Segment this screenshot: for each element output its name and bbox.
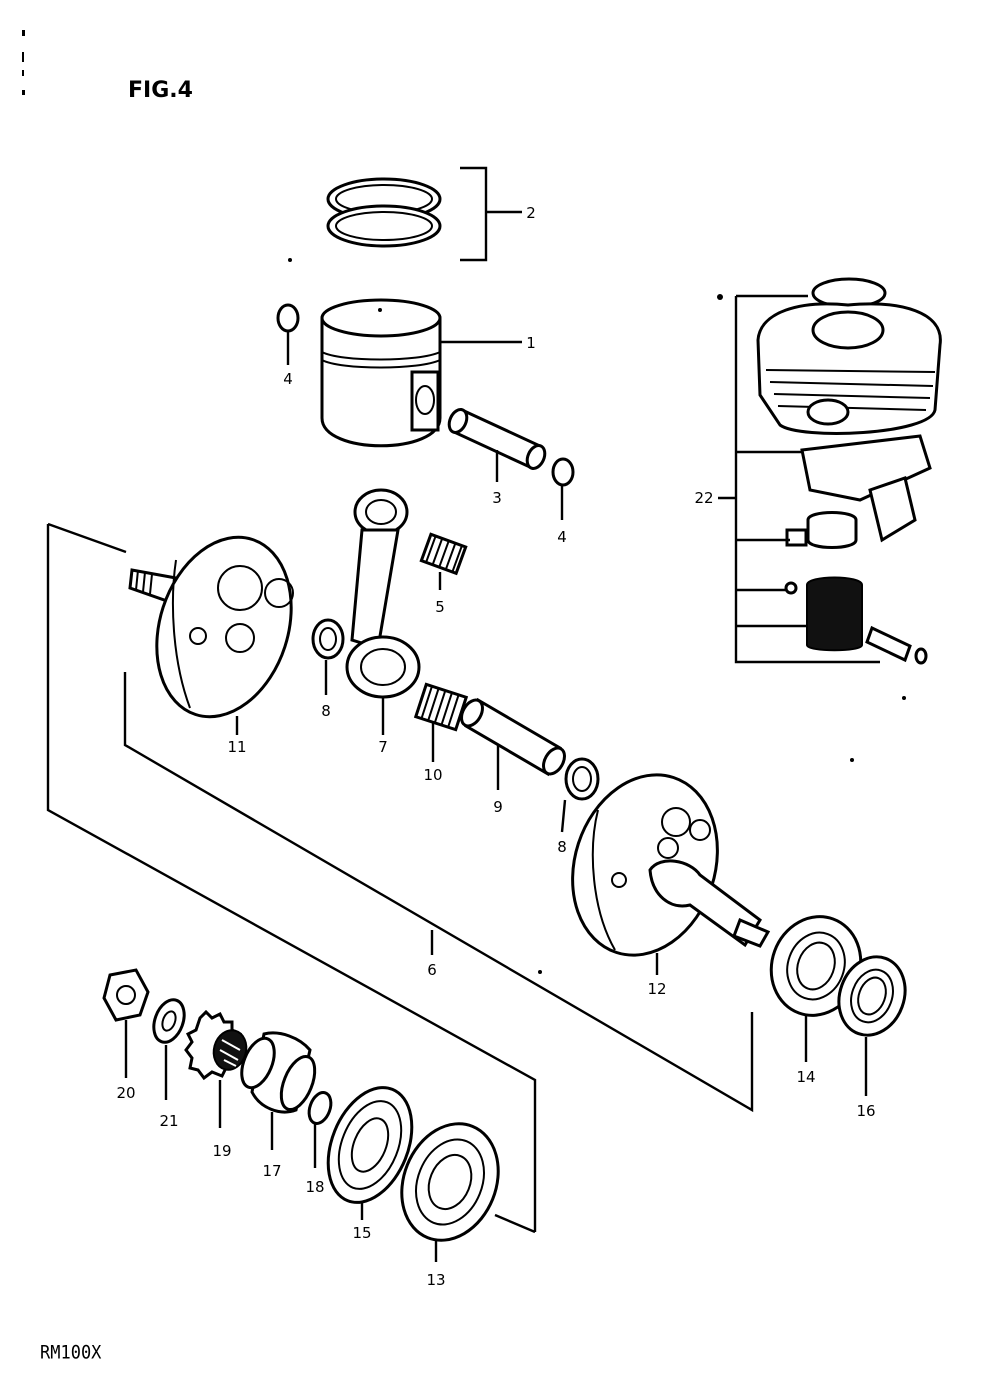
leader-2 <box>460 166 522 262</box>
scan-specks <box>22 30 906 974</box>
callout-16: 16 <box>856 1102 875 1120</box>
callout-1: 1 <box>526 334 536 352</box>
primary-drive-gear <box>184 1009 248 1081</box>
piston-rings <box>326 177 442 248</box>
callout-2: 2 <box>526 204 536 222</box>
crank-bearing-right <box>769 915 863 1017</box>
spacer <box>240 1031 317 1114</box>
circlip-left <box>276 303 300 333</box>
oil-seal-right <box>837 955 907 1037</box>
callout-6: 6 <box>427 961 437 979</box>
thrust-washer-right <box>564 757 600 801</box>
model-code: RM100X <box>40 1342 102 1364</box>
callout-8a: 8 <box>321 702 331 720</box>
callout-3: 3 <box>492 489 502 507</box>
callout-4a: 4 <box>283 370 293 388</box>
callout-11: 11 <box>227 738 246 756</box>
cylinder-kit <box>756 277 942 665</box>
leader-6-inner-bracket <box>123 672 754 1113</box>
callout-21: 21 <box>159 1112 178 1130</box>
callout-9: 9 <box>493 798 503 816</box>
callout-15: 15 <box>352 1224 371 1242</box>
crankshaft-left-half <box>128 535 294 719</box>
washer <box>152 998 186 1044</box>
leader-8b <box>560 799 567 833</box>
small-end-bearing <box>419 532 468 576</box>
connecting-rod <box>345 488 421 699</box>
callout-17: 17 <box>262 1162 281 1180</box>
crankshaft-right-half <box>571 773 771 957</box>
callout-22: 22 <box>694 489 713 507</box>
callout-8b: 8 <box>557 838 567 856</box>
leader-6-outer-bracket <box>46 522 537 1234</box>
o-ring <box>307 1091 333 1125</box>
oil-seal-left <box>326 1086 414 1204</box>
leader-22-bracket <box>734 294 880 664</box>
callout-13: 13 <box>426 1271 445 1289</box>
callout-7: 7 <box>378 738 388 756</box>
callout-10: 10 <box>423 766 442 784</box>
callout-5: 5 <box>435 598 445 616</box>
callout-20: 20 <box>116 1084 135 1102</box>
callout-19: 19 <box>212 1142 231 1160</box>
callout-12: 12 <box>647 980 666 998</box>
thrust-washer-left <box>311 618 345 660</box>
crank-pin <box>460 697 566 777</box>
piston-pin <box>447 407 547 471</box>
callout-4b: 4 <box>557 528 567 546</box>
nut <box>102 968 150 1022</box>
circlip-right <box>551 457 575 487</box>
callout-18: 18 <box>305 1178 324 1196</box>
callout-14: 14 <box>796 1068 815 1086</box>
piston <box>320 298 442 448</box>
big-end-bearing <box>413 682 469 732</box>
crank-bearing-left <box>400 1122 500 1242</box>
figure-title: FIG.4 <box>128 78 193 103</box>
